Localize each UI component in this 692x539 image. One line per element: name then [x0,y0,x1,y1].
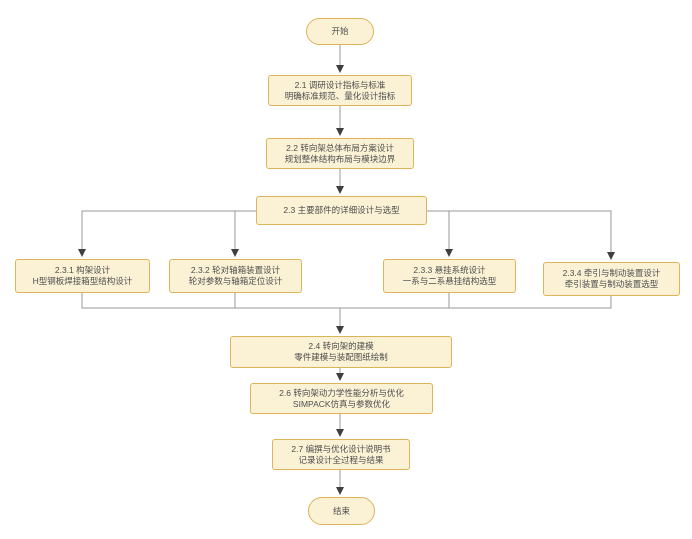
node-2-4[interactable]: 2.4 转向架的建模 零件建模与装配图纸绘制 [230,336,452,368]
node-2-1-subtitle: 明确标准规范、量化设计指标 [284,90,396,101]
node-2-7-subtitle: 记录设计全过程与结果 [298,454,384,465]
node-2-4-title: 2.4 转向架的建模 [308,341,374,351]
node-2-1[interactable]: 2.1 调研设计指标与标准 明确标准规范、量化设计指标 [268,75,412,106]
node-2-3-title: 2.3 主要部件的详细设计与选型 [283,205,400,215]
node-2-6-subtitle: SIMPACK仿真与参数优化 [292,398,391,409]
node-2-3-1[interactable]: 2.3.1 构架设计 H型钢板焊接箱型结构设计 [15,259,150,293]
node-2-7-title: 2.7 编撰与优化设计说明书 [291,443,391,454]
node-2-4-subtitle: 零件建模与装配图纸绘制 [294,352,388,362]
node-2-3-4[interactable]: 2.3.4 牵引与制动装置设计 牵引装置与制动装置选型 [543,262,680,296]
node-2-1-title: 2.1 调研设计指标与标准 [294,79,386,90]
node-2-7[interactable]: 2.7 编撰与优化设计说明书 记录设计全过程与结果 [272,439,410,470]
node-2-2-title: 2.2 转向架总体布局方案设计 [286,142,394,153]
node-2-3-1-subtitle: H型钢板焊接箱型结构设计 [32,276,133,286]
node-2-3-4-title: 2.3.4 牵引与制动装置设计 [562,268,661,278]
node-2-3-2[interactable]: 2.3.2 轮对轴箱装置设计 轮对参数与轴箱定位设计 [169,259,302,293]
connector-2-3-to-2-3-4 [427,210,615,260]
node-2-6-title: 2.6 转向架动力学性能分析与优化 [279,387,404,398]
node-2-3-3[interactable]: 2.3.3 悬挂系统设计 一系与二系悬挂结构选型 [383,259,516,293]
node-2-3-3-title: 2.3.3 悬挂系统设计 [413,265,486,275]
node-end-label: 结束 [332,505,350,516]
node-2-2-subtitle: 规划整体结构布局与模块边界 [284,153,396,164]
node-2-3-3-subtitle: 一系与二系悬挂结构选型 [402,276,497,286]
node-2-2[interactable]: 2.2 转向架总体布局方案设计 规划整体结构布局与模块边界 [266,138,414,169]
node-start-label: 开始 [331,26,349,36]
node-end[interactable]: 结束 [308,497,375,525]
node-start[interactable]: 开始 [306,18,374,45]
connector-2-3-to-2-3-1 [78,210,256,257]
merge-rail [81,293,612,309]
node-2-3-1-title: 2.3.1 构架设计 [54,265,111,275]
node-2-6[interactable]: 2.6 转向架动力学性能分析与优化 SIMPACK仿真与参数优化 [250,383,433,414]
node-2-3-2-subtitle: 轮对参数与轴箱定位设计 [188,276,283,286]
node-2-3-2-title: 2.3.2 轮对轴箱装置设计 [190,265,281,275]
node-2-3[interactable]: 2.3 主要部件的详细设计与选型 [256,196,427,225]
node-2-3-4-subtitle: 牵引装置与制动装置选型 [564,279,659,289]
